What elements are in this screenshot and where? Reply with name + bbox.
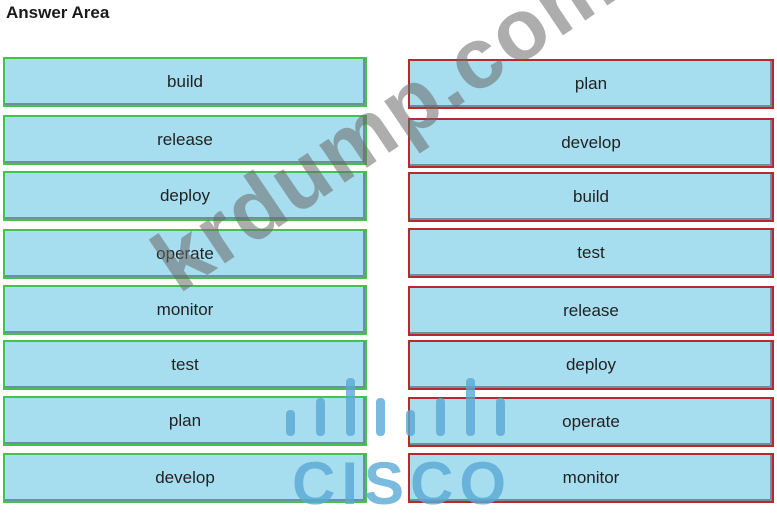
right-item-5[interactable]: release (408, 286, 774, 336)
left-item-5[interactable]: monitor (3, 285, 367, 335)
left-item-2[interactable]: release (3, 115, 367, 165)
right-item-7[interactable]: operate (408, 397, 774, 447)
right-item-8[interactable]: monitor (408, 453, 774, 503)
left-item-8[interactable]: develop (3, 453, 367, 503)
left-item-6[interactable]: test (3, 340, 367, 390)
left-item-4[interactable]: operate (3, 229, 367, 279)
right-item-6[interactable]: deploy (408, 340, 774, 390)
left-item-3[interactable]: deploy (3, 171, 367, 221)
right-item-4[interactable]: test (408, 228, 774, 278)
left-item-1[interactable]: build (3, 57, 367, 107)
left-item-7[interactable]: plan (3, 396, 367, 446)
right-item-2[interactable]: develop (408, 118, 774, 168)
right-item-1[interactable]: plan (408, 59, 774, 109)
right-item-3[interactable]: build (408, 172, 774, 222)
answer-area-title: Answer Area (6, 3, 110, 22)
